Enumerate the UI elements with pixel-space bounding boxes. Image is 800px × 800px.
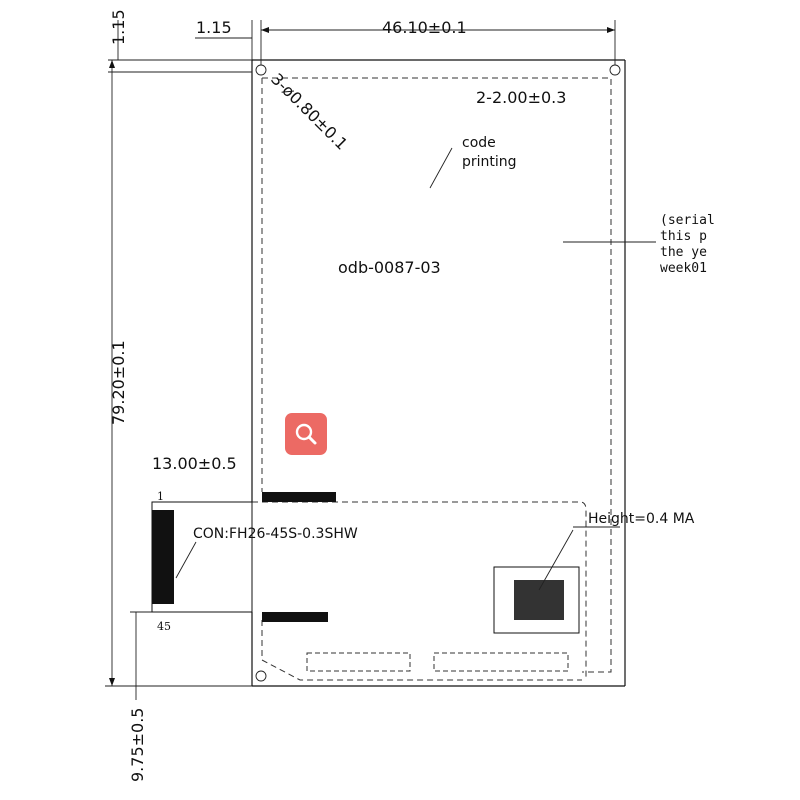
connector-label: CON:FH26-45S-0.3SHW xyxy=(193,526,358,542)
dim-hole-offset-top: 1.15 xyxy=(109,9,128,45)
dim-holes: 3-ø0.80±0.1 xyxy=(267,69,351,153)
note-code-1: code xyxy=(462,135,496,151)
dim-fpc-offset: 9.75±0.5 xyxy=(128,708,147,782)
active-area-outline xyxy=(252,77,612,681)
part-number: odb-0087-03 xyxy=(338,258,441,277)
pin-first: 1 xyxy=(157,490,164,503)
component-box xyxy=(493,566,580,634)
height-note: Height=0.4 MA xyxy=(588,511,695,527)
top-dimensions xyxy=(105,20,616,700)
note-serial-4: week01 xyxy=(660,261,707,276)
note-code-2: printing xyxy=(462,154,517,170)
bottom-pad-right xyxy=(433,652,569,672)
mounting-holes xyxy=(255,64,621,682)
note-serial-1: (serial xyxy=(660,213,715,228)
dim-slot-width: 2-2.00±0.3 xyxy=(476,88,566,107)
dim-fpc-length: 13.00±0.5 xyxy=(152,454,237,473)
component-chip xyxy=(514,580,564,620)
search-button[interactable] xyxy=(285,413,327,455)
dim-overall-width: 46.10±0.1 xyxy=(382,18,467,37)
magnifier-icon xyxy=(295,423,317,445)
panel-outline xyxy=(251,59,626,687)
note-serial-3: the ye xyxy=(660,245,707,260)
fpc-connector xyxy=(151,492,336,622)
pin-last: 45 xyxy=(157,620,171,633)
dim-overall-height: 79.20±0.1 xyxy=(109,340,128,425)
note-serial-2: this p xyxy=(660,229,707,244)
bottom-pad-left xyxy=(306,652,411,672)
dim-hole-offset-left: 1.15 xyxy=(196,18,232,37)
